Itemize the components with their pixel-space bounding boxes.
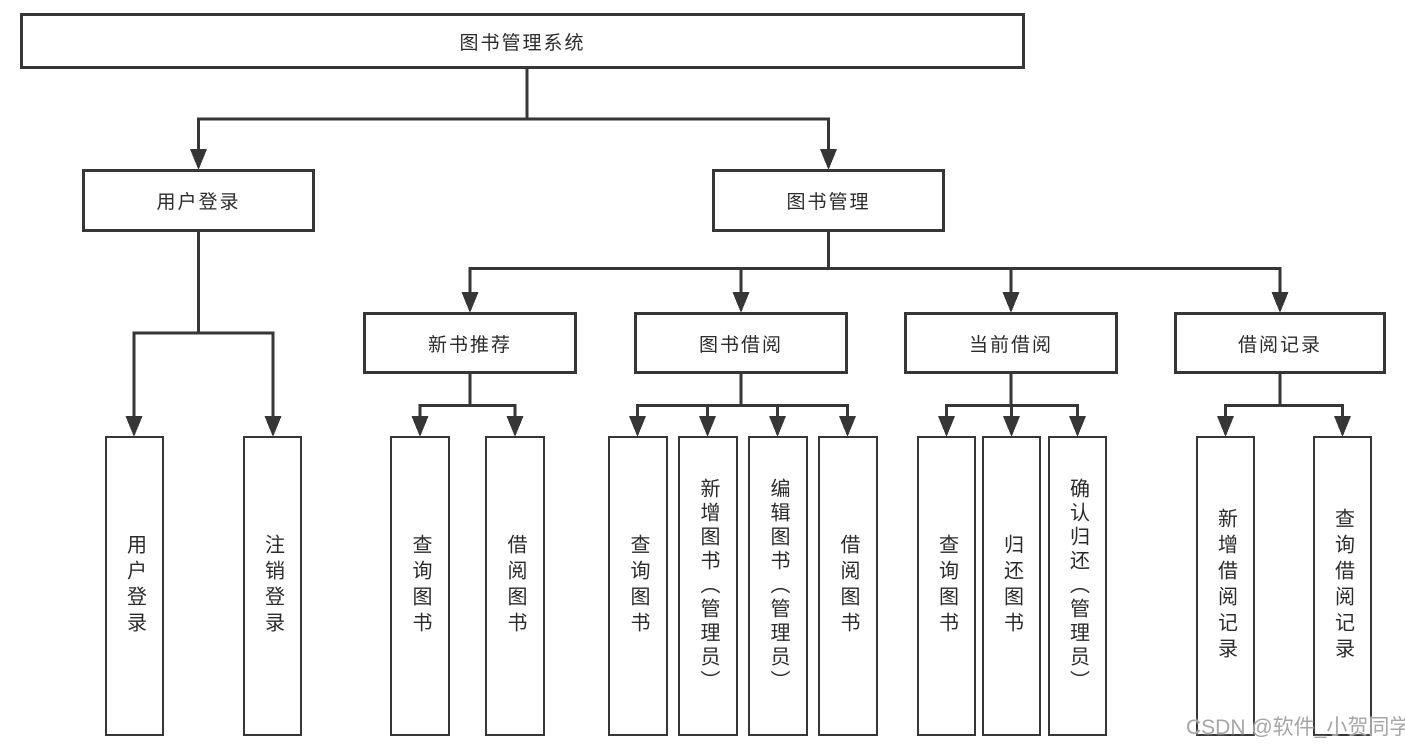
csdn-watermark: CSDN @软件_小贺同学 <box>1186 716 1405 739</box>
leaf-borrow-book-borrow-label: 借阅图书 <box>837 534 859 638</box>
leaf-borrow-book-rec-label: 借阅图书 <box>504 534 526 638</box>
connector-records-to-leaves <box>1217 374 1351 437</box>
connector-mgmt-to-level3 <box>461 232 1289 313</box>
leaf-return-book: 归还图书 <box>982 436 1041 736</box>
leaf-query-book-current: 查询图书 <box>917 436 976 736</box>
leaf-borrow-book-rec: 借阅图书 <box>485 436 545 736</box>
node-current-borrow: 当前借阅 <box>904 312 1118 374</box>
node-book-borrow: 图书借阅 <box>634 312 848 374</box>
leaf-query-book-borrow-label: 查询图书 <box>627 534 649 638</box>
leaf-logout: 注销登录 <box>243 436 302 736</box>
node-book-borrow-label: 图书借阅 <box>698 334 783 356</box>
node-root: 图书管理系统 <box>20 13 1025 69</box>
leaf-query-book-rec-label: 查询图书 <box>409 534 431 638</box>
leaf-return-book-label: 归还图书 <box>1000 534 1023 638</box>
leaf-add-book-admin: 新增图书（管理员） <box>678 436 738 736</box>
node-new-book-rec-label: 新书推荐 <box>427 334 512 356</box>
node-borrow-record: 借阅记录 <box>1174 312 1386 374</box>
leaf-add-borrow-record: 新增借阅记录 <box>1196 436 1255 736</box>
connector-root-to-level2 <box>190 69 837 170</box>
leaf-logout-label: 注销登录 <box>261 534 284 638</box>
node-book-mgmt-label: 图书管理 <box>786 192 871 213</box>
node-user-login-group-label: 用户登录 <box>156 192 241 213</box>
connector-borrow-to-leaves <box>629 374 856 437</box>
node-new-book-rec: 新书推荐 <box>363 312 577 374</box>
leaf-user-login-label: 用户登录 <box>123 534 146 638</box>
leaf-confirm-return-admin-label: 确认归还（管理员） <box>1066 478 1089 694</box>
leaf-borrow-book-borrow: 借阅图书 <box>818 436 878 736</box>
leaf-query-borrow-record: 查询借阅记录 <box>1313 436 1372 736</box>
leaf-query-book-rec: 查询图书 <box>390 436 450 736</box>
leaf-edit-book-admin: 编辑图书（管理员） <box>748 436 808 736</box>
connector-login-to-leaves <box>125 232 282 437</box>
node-user-login-group: 用户登录 <box>82 169 315 232</box>
leaf-user-login: 用户登录 <box>105 436 164 736</box>
leaf-confirm-return-admin: 确认归还（管理员） <box>1048 436 1107 736</box>
node-current-borrow-label: 当前借阅 <box>968 334 1053 356</box>
leaf-edit-book-admin-label: 编辑图书（管理员） <box>767 478 789 694</box>
leaf-add-borrow-record-label: 新增借阅记录 <box>1214 508 1237 664</box>
node-root-label: 图书管理系统 <box>459 32 586 54</box>
leaf-add-book-admin-label: 新增图书（管理员） <box>697 478 719 694</box>
leaf-query-borrow-record-label: 查询借阅记录 <box>1331 508 1354 664</box>
connector-rec-to-leaves <box>411 374 524 437</box>
node-book-mgmt: 图书管理 <box>712 169 945 232</box>
leaf-query-book-borrow: 查询图书 <box>608 436 668 736</box>
node-borrow-record-label: 借阅记录 <box>1237 334 1322 356</box>
connector-current-to-leaves <box>938 374 1086 437</box>
leaf-query-book-current-label: 查询图书 <box>935 534 958 638</box>
